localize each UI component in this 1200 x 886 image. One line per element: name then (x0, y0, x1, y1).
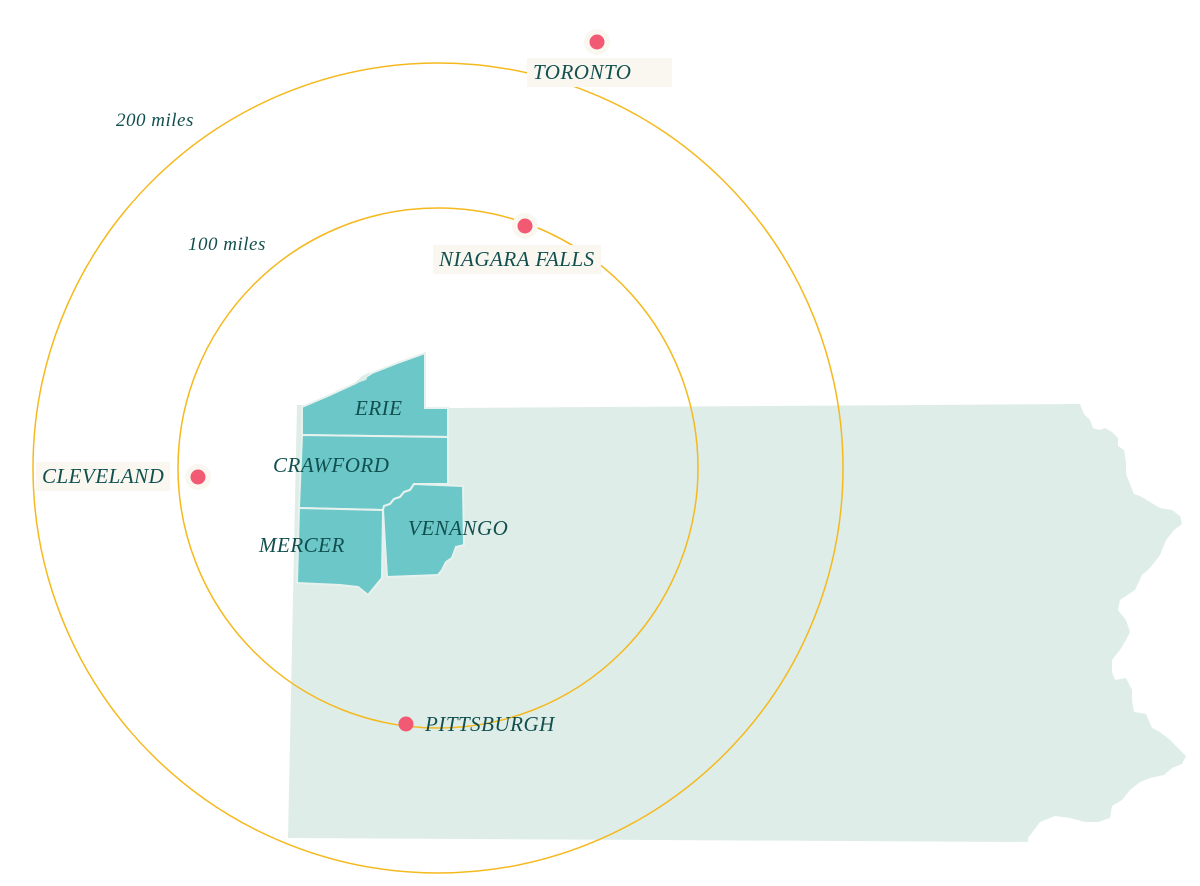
ring-200-miles (32, 62, 844, 874)
cleveland-dot[interactable] (190, 469, 206, 485)
lake-erie-shore (354, 372, 370, 384)
toronto-dot[interactable] (589, 34, 605, 50)
city-label-niagara-falls: NIAGARA FALLS (433, 245, 601, 274)
county-label-erie: ERIE (355, 396, 403, 420)
ring-100-miles (177, 207, 699, 729)
city-markers (185, 29, 610, 732)
city-label-toronto: TORONTO (527, 58, 672, 87)
county-label-venango: VENANGO (408, 516, 509, 540)
distance-rings (32, 62, 844, 874)
ring-label-200: 200 miles (116, 110, 194, 131)
ring-label-100: 100 miles (188, 234, 266, 255)
city-label-pittsburgh: PITTSBURGH (425, 712, 555, 736)
city-label-cleveland: CLEVELAND (36, 462, 171, 491)
county-label-crawford: CRAWFORD (273, 453, 390, 477)
pittsburgh-dot[interactable] (398, 716, 414, 732)
county-venango[interactable] (381, 482, 466, 579)
niagara-falls-dot[interactable] (517, 218, 533, 234)
pennsylvania-state (288, 404, 1186, 842)
counties (295, 351, 466, 597)
county-label-mercer: MERCER (259, 533, 345, 557)
county-erie[interactable] (301, 351, 449, 439)
